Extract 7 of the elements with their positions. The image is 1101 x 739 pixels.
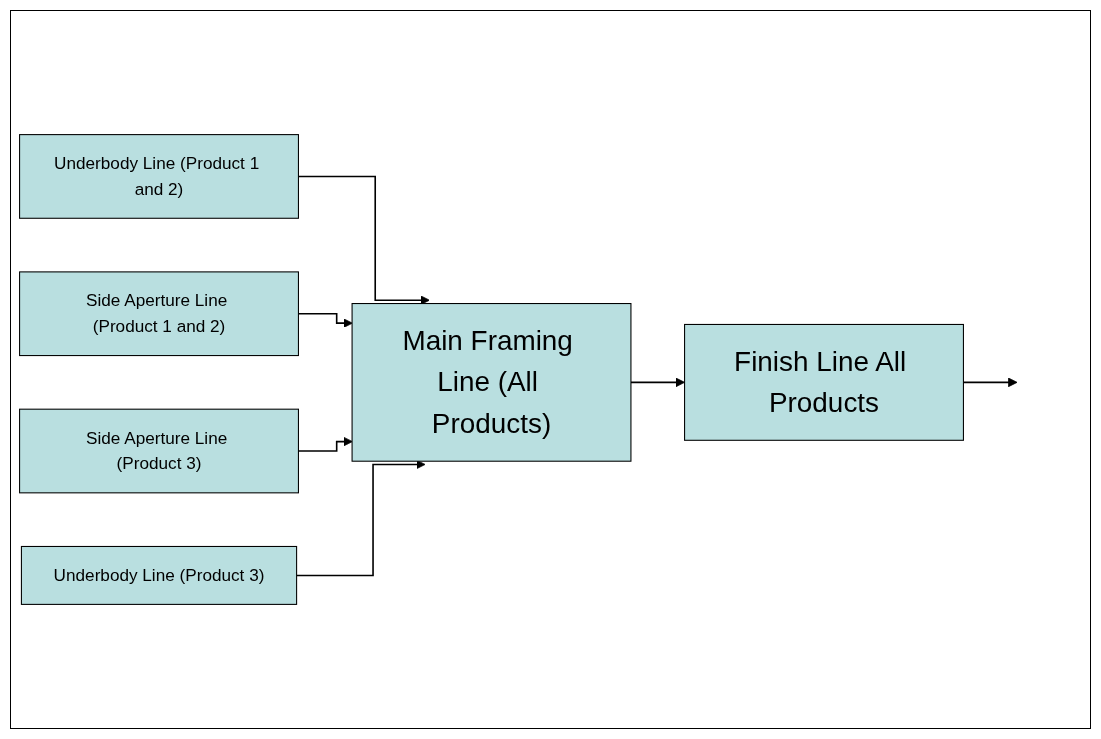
arrow: [630, 377, 685, 388]
node-box: Underbody Line (Product 1 and 2): [19, 134, 299, 219]
node-box: Finish Line All Products: [684, 323, 964, 441]
node-box: Side Aperture Line (Product 1 and 2): [19, 271, 299, 357]
node-box: Main Framing Line (All Products): [351, 303, 632, 462]
node-box: Underbody Line (Product 3): [20, 545, 298, 605]
node-box: Side Aperture Line (Product 3): [19, 408, 299, 494]
